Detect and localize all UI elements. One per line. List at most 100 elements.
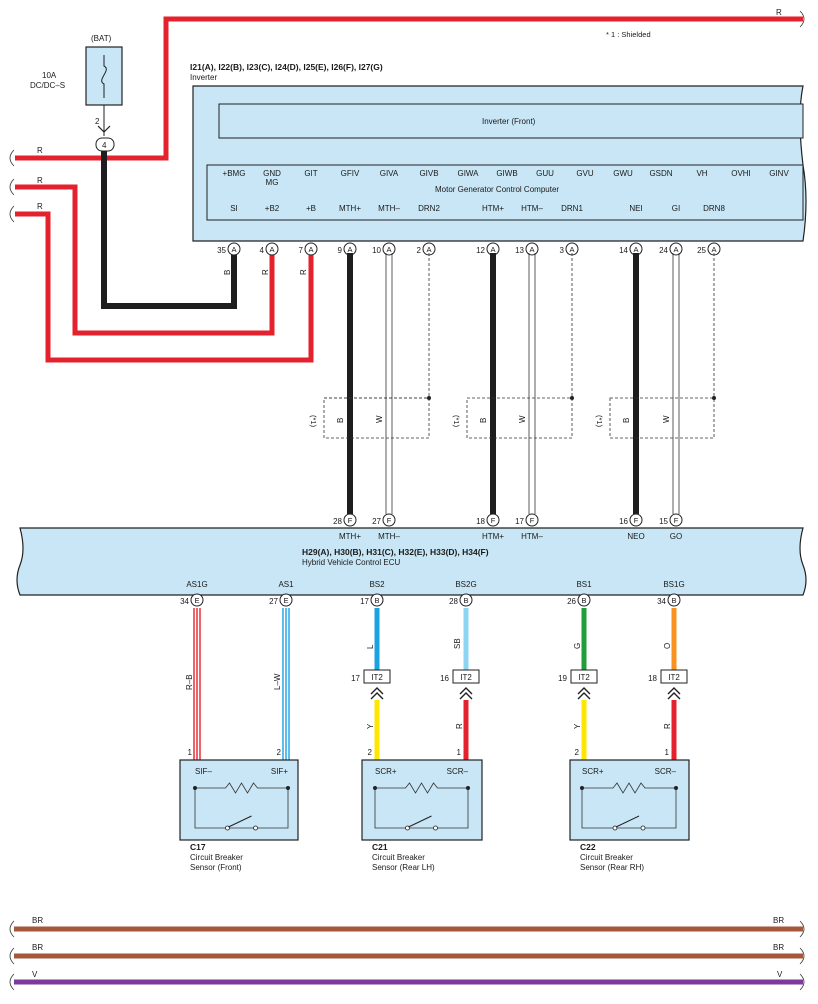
inverter-pin-conn-letter: A: [711, 245, 716, 254]
sensor-id: C21: [372, 842, 388, 852]
sensor-box: [569, 759, 690, 841]
hv-top-terminal-label: NEO: [627, 532, 644, 541]
sensor-id: C17: [190, 842, 206, 852]
inverter-pin-conn-letter: A: [633, 245, 638, 254]
sensor-pin-left: 2: [575, 748, 580, 757]
sensor-name-line1: Circuit Breaker: [372, 853, 425, 862]
mg-computer-box: [206, 164, 804, 221]
fuse-source: (BAT): [91, 34, 112, 43]
mg-terminal-label: GINV: [769, 169, 789, 178]
svg-text:G: G: [573, 643, 582, 649]
inverter-pin-number: 24: [659, 246, 668, 255]
inverter-pin-conn-letter: A: [269, 245, 274, 254]
hv-ecu-box: [16, 527, 807, 596]
it2-connector-box: [570, 669, 598, 684]
mg-terminal-label: VH: [696, 169, 707, 178]
inverter-pin-conn-letter: A: [490, 245, 495, 254]
sensor-id: C22: [580, 842, 596, 852]
sensor-name-line1: Circuit Breaker: [580, 853, 633, 862]
svg-text:BR: BR: [773, 943, 784, 952]
svg-text:O: O: [663, 643, 672, 649]
hv-bottom-terminal-label: AS1G: [186, 580, 207, 589]
hv-bottom-pin-connector: [667, 593, 681, 607]
shield-boxes: [323, 396, 716, 439]
hv-top-pin-connector: [486, 513, 500, 527]
inverter-terminal-label: DRN8: [703, 204, 725, 213]
inverter-pin-connector: [227, 242, 241, 256]
it2-connector-label: IT2: [578, 673, 590, 682]
inverter-front-label: Inverter (Front): [482, 117, 536, 126]
hv-top-pin-number: 16: [619, 517, 628, 526]
svg-text:V: V: [32, 970, 38, 979]
junction-arrow-icon: [97, 125, 111, 133]
left-wire-2: [15, 184, 275, 336]
it2-pin-number: 17: [351, 674, 360, 683]
svg-text:L: L: [366, 644, 375, 649]
resistor-icon: [195, 782, 288, 794]
hv-bottom-pin-conn-letter: B: [671, 596, 676, 605]
hv-bottom-pin-connector: [370, 593, 384, 607]
double-chevron-icon: [370, 687, 384, 700]
hv-bottom-pin-number: 27: [269, 597, 278, 606]
it2-connector-box: [452, 669, 480, 684]
inverter-terminal-label: MTH+: [339, 204, 361, 213]
inverter-pin-number: 9: [338, 246, 343, 255]
svg-text:Y: Y: [366, 723, 375, 729]
it2-connector-label: IT2: [460, 673, 472, 682]
inverter-pin-conn-letter: A: [529, 245, 534, 254]
inverter-pin-number: 12: [476, 246, 485, 255]
mg-terminal-label: GIVA: [380, 169, 399, 178]
inverter-pin-connector: [382, 242, 396, 256]
inverter-pin-conn-letter: A: [231, 245, 236, 254]
svg-text:V: V: [777, 970, 783, 979]
inverter-pin-connector: [265, 242, 279, 256]
svg-text:B: B: [336, 418, 345, 423]
mg-terminal-label: GUU: [536, 169, 554, 178]
hv-top-pin-number: 28: [333, 517, 342, 526]
switch-icon: [615, 815, 640, 828]
resistor-icon: [582, 782, 676, 794]
hv-top-pin-number: 15: [659, 517, 668, 526]
svg-text:4: 4: [102, 141, 107, 150]
it2-connector-label: IT2: [371, 673, 383, 682]
inverter-pin-number: 14: [619, 246, 628, 255]
switch-icon: [408, 815, 432, 828]
hv-bottom-pin-conn-letter: B: [463, 596, 468, 605]
hv-top-terminal-label: HTM–: [521, 532, 543, 541]
sensor-terminal-right: SCR–: [655, 767, 677, 776]
inverter-terminal-label: DRN1: [561, 204, 583, 213]
svg-text:R: R: [37, 146, 43, 155]
inverter-pin-number: 13: [515, 246, 524, 255]
sensor-name-line2: Sensor (Front): [190, 863, 242, 872]
inverter-pin-number: 4: [260, 246, 265, 255]
mg-terminal-label: GIVB: [419, 169, 438, 178]
sensor-circuit-loop: [374, 786, 469, 829]
inverter-terminal-label: SI: [230, 204, 238, 213]
svg-text:W: W: [662, 415, 671, 423]
svg-text:W: W: [375, 415, 384, 423]
hv-bottom-pin-conn-letter: E: [283, 596, 288, 605]
sensor-name-line2: Sensor (Rear LH): [372, 863, 435, 872]
hv-bottom-pin-number: 34: [657, 597, 666, 606]
sensor-box: [361, 759, 483, 841]
svg-text:R: R: [299, 269, 308, 275]
signal-wires: [347, 253, 715, 514]
hv-top-pin-conn-letter: F: [348, 516, 353, 525]
svg-text:L–W: L–W: [273, 673, 282, 690]
sensor-terminal-left: SCR+: [375, 767, 397, 776]
mg-computer-label: Motor Generator Control Computer: [435, 185, 559, 194]
svg-text:SB: SB: [453, 638, 462, 649]
inverter-terminal-label: DRN2: [418, 204, 440, 213]
hv-bottom-pin-number: 34: [180, 597, 189, 606]
inverter-pin-number: 7: [299, 246, 304, 255]
sensor-pin-left: 2: [368, 748, 373, 757]
svg-text:BR: BR: [32, 943, 43, 952]
svg-text:BR: BR: [773, 916, 784, 925]
mg-terminal-label: GWU: [613, 169, 633, 178]
mg-terminal-label: OVHI: [731, 169, 751, 178]
sensor-pin-right: 1: [665, 748, 670, 757]
inverter-pin-connector: [525, 242, 539, 256]
svg-text:W: W: [518, 415, 527, 423]
